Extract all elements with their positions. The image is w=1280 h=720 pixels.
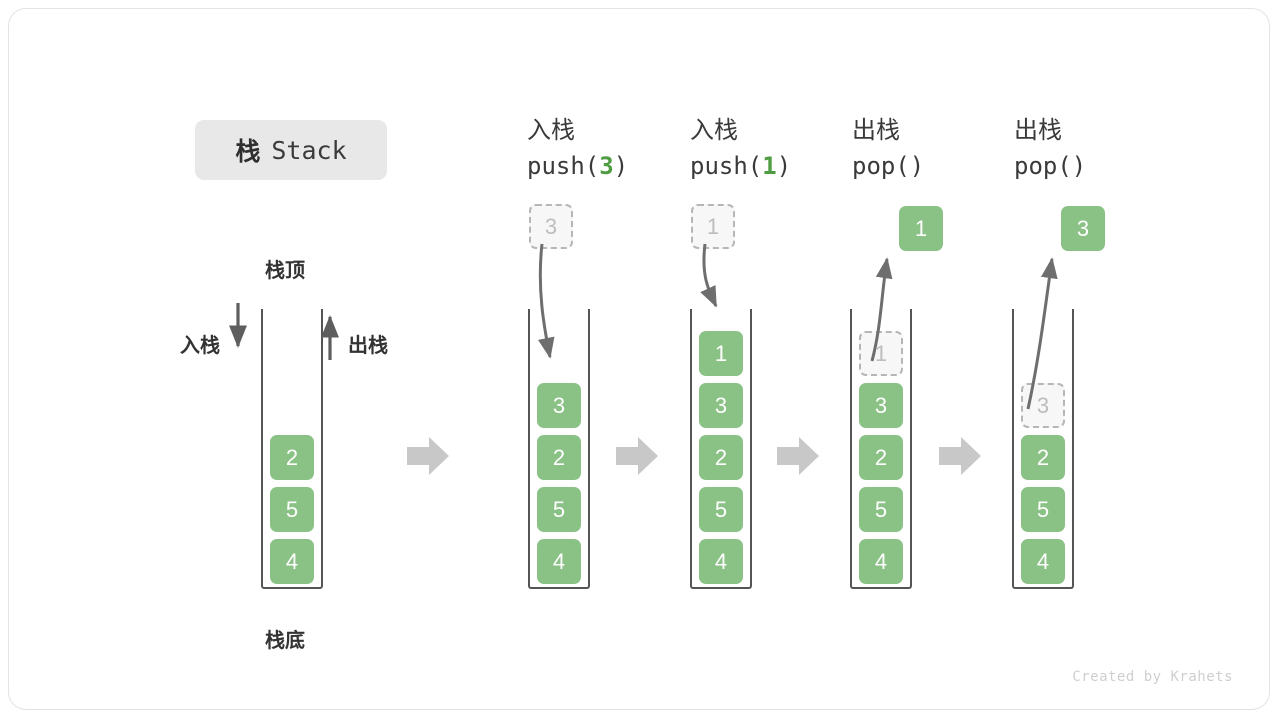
stack-cell-initial-2: 2 xyxy=(270,435,314,480)
step-header-cn-2: 出栈 xyxy=(852,117,900,144)
stack-cell-push-3-5: 5 xyxy=(537,487,581,532)
diagram-card: 栈 Stack 栈顶 栈底 入栈 出栈 2 5 4 入栈 push(3) 入栈 pu… xyxy=(8,8,1270,710)
stack-title-en: Stack xyxy=(271,135,347,165)
step-header-pop-1: 出栈 pop() xyxy=(852,114,1032,185)
step-header-cn-3: 出栈 xyxy=(1014,117,1062,144)
stack-cell-push-3-4: 4 xyxy=(537,539,581,584)
move-arrow-push-1 xyxy=(700,243,718,308)
popped-element-pop-1: 1 xyxy=(899,206,943,251)
stack-cell-push-1-1: 1 xyxy=(699,331,743,376)
stack-cell-initial-5: 5 xyxy=(270,487,314,532)
stack-cell-push-3-2: 2 xyxy=(537,435,581,480)
credit-text: Created by Krahets xyxy=(1072,669,1233,685)
stack-cell-push-1-2: 2 xyxy=(699,435,743,480)
step-header-code-3: pop() xyxy=(1014,152,1087,180)
floating-ghost-push-3: 3 xyxy=(529,204,573,249)
stack-cell-pop-1-1-ghost: 1 xyxy=(859,331,903,376)
step-header-code-0: push(3) xyxy=(527,152,629,180)
step-header-cn-1: 入栈 xyxy=(690,117,738,144)
step-header-push-1: 入栈 push(1) xyxy=(690,114,870,185)
stack-cell-push-1-3: 3 xyxy=(699,383,743,428)
stack-cell-initial-4: 4 xyxy=(270,539,314,584)
step-arrow-icon-3 xyxy=(777,437,819,475)
step-header-code-2: pop() xyxy=(852,152,925,180)
stack-cell-pop-3-2: 2 xyxy=(1021,435,1065,480)
floating-ghost-push-1: 1 xyxy=(691,204,735,249)
stack-cell-push-1-4: 4 xyxy=(699,539,743,584)
label-stack-bottom: 栈底 xyxy=(265,630,305,652)
stack-cell-pop-3-4: 4 xyxy=(1021,539,1065,584)
step-header-push-3: 入栈 push(3) xyxy=(527,114,707,185)
label-stack-top: 栈顶 xyxy=(265,260,305,282)
step-header-code-1: push(1) xyxy=(690,152,792,180)
label-pop-arrow: 出栈 xyxy=(348,335,388,357)
stack-cell-pop-1-5: 5 xyxy=(859,487,903,532)
step-arrow-icon-2 xyxy=(616,437,658,475)
popped-element-pop-3: 3 xyxy=(1061,206,1105,251)
stack-cell-push-3-3: 3 xyxy=(537,383,581,428)
stack-cell-pop-3-3-ghost: 3 xyxy=(1021,383,1065,428)
step-header-pop-3: 出栈 pop() xyxy=(1014,114,1194,185)
step-arrow-icon-4 xyxy=(939,437,981,475)
stack-title-chip: 栈 Stack xyxy=(195,120,387,180)
step-arrow-icon-1 xyxy=(407,437,449,475)
stack-cell-pop-1-2: 2 xyxy=(859,435,903,480)
step-header-cn-0: 入栈 xyxy=(527,117,575,144)
stack-cell-pop-3-5: 5 xyxy=(1021,487,1065,532)
stack-cell-push-1-5: 5 xyxy=(699,487,743,532)
stack-cell-pop-1-3: 3 xyxy=(859,383,903,428)
stack-cell-pop-1-4: 4 xyxy=(859,539,903,584)
stack-title-cn: 栈 xyxy=(235,138,261,166)
label-push-arrow: 入栈 xyxy=(180,335,220,357)
